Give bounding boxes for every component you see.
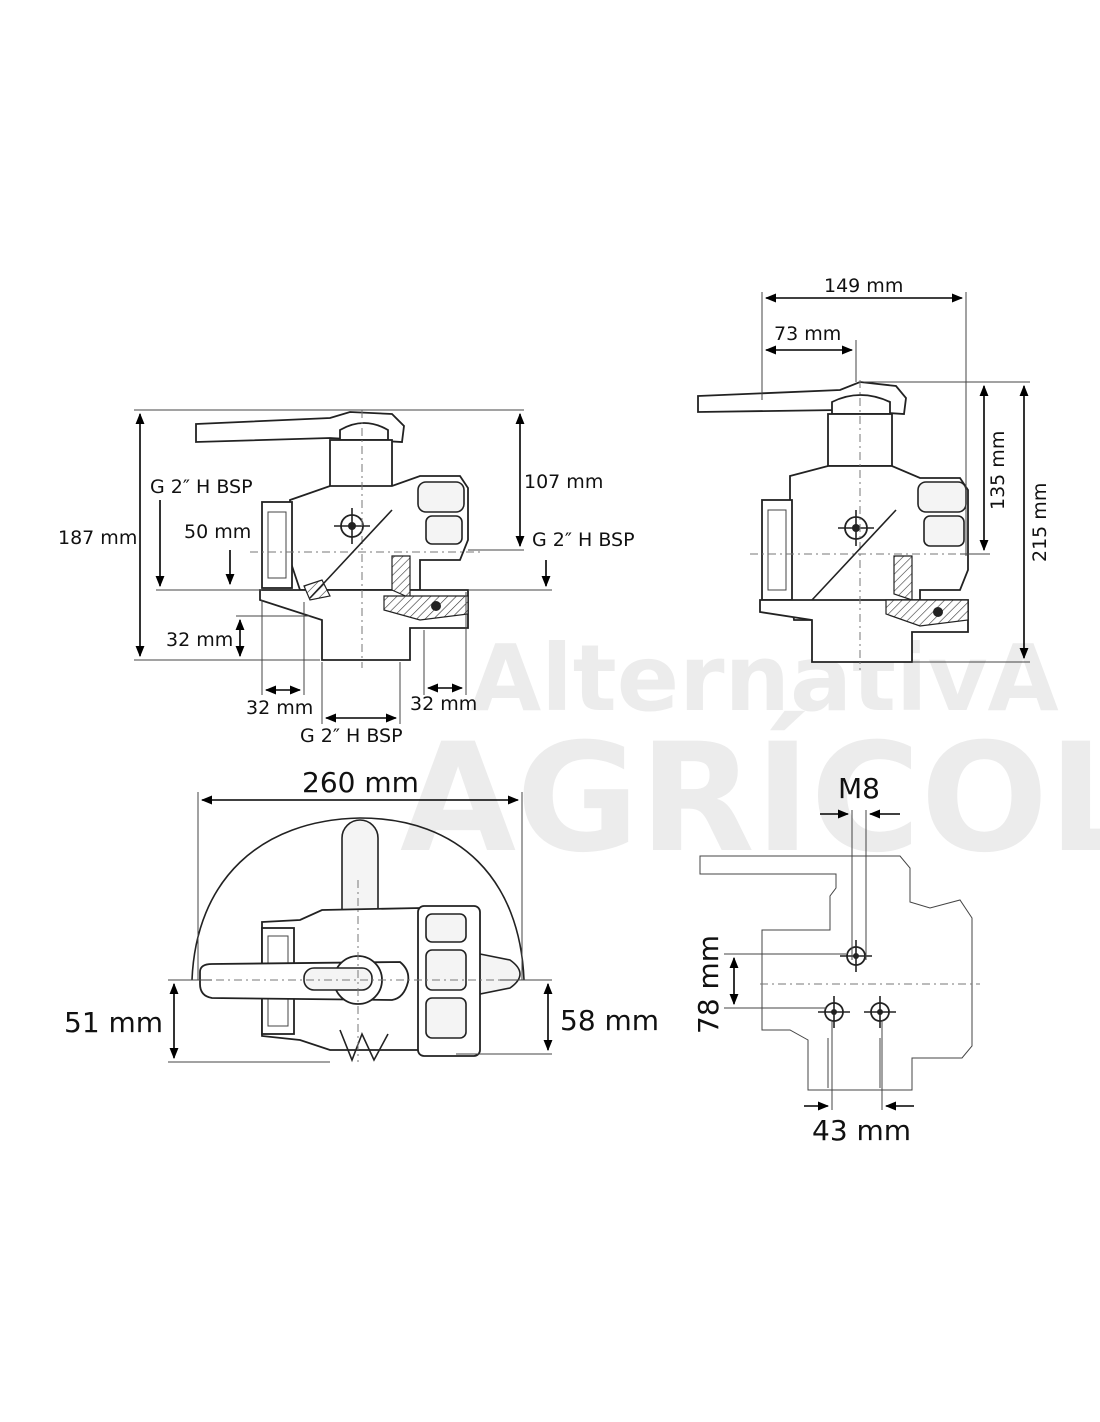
- label-135mm: 135 mm: [987, 431, 1009, 510]
- label-50mm: 50 mm: [184, 521, 251, 543]
- label-thread-left: G 2″ H BSP: [150, 476, 253, 498]
- lever-hub: [339, 422, 389, 441]
- watermark-line2: AGRÍCOLA: [400, 711, 1100, 886]
- label-32mm-left: 32 mm: [246, 697, 313, 719]
- union-rib-lower: [425, 515, 463, 545]
- union-rib-upper: [417, 481, 465, 513]
- left-nut: [261, 501, 293, 589]
- front-view: [195, 410, 480, 668]
- label-187mm: 187 mm: [58, 527, 137, 549]
- top-view-dimensions: 260 mm 51 mm 58 mm: [64, 766, 659, 1063]
- label-149mm: 149 mm: [824, 275, 903, 297]
- label-260mm: 260 mm: [302, 766, 419, 799]
- watermark: AlternativA AGRÍCOLA: [400, 625, 1100, 886]
- side-view: [697, 380, 980, 670]
- label-43mm: 43 mm: [812, 1114, 911, 1147]
- label-thread-bottom: G 2″ H BSP: [300, 725, 403, 747]
- front-view-dimensions: 187 mm 107 mm G 2″ H BSP G 2″ H BSP 50 m…: [58, 409, 635, 747]
- label-107mm: 107 mm: [524, 471, 603, 493]
- oring-seal: [431, 601, 441, 611]
- mount-view: [699, 855, 980, 1091]
- watermark-line1: AlternativA: [470, 625, 1059, 732]
- label-78mm: 78 mm: [692, 935, 725, 1034]
- label-215mm: 215 mm: [1029, 483, 1051, 562]
- label-32mm-height: 32 mm: [166, 629, 233, 651]
- label-58mm: 58 mm: [560, 1004, 659, 1037]
- side-left-nut: [761, 499, 793, 601]
- mount-view-dimensions: M8 78 mm 43 mm: [692, 772, 914, 1147]
- label-32mm-right: 32 mm: [410, 693, 477, 715]
- label-thread-right: G 2″ H BSP: [532, 529, 635, 551]
- stem-housing: [329, 439, 393, 489]
- label-73mm: 73 mm: [774, 323, 841, 345]
- label-51mm: 51 mm: [64, 1006, 163, 1039]
- top-view: [180, 817, 540, 1063]
- label-m8: M8: [838, 772, 880, 805]
- side-view-dimensions: 149 mm 73 mm 135 mm 215 mm: [761, 275, 1051, 663]
- handle-sweep-arc: [191, 817, 525, 981]
- mount-outline: [699, 855, 973, 1091]
